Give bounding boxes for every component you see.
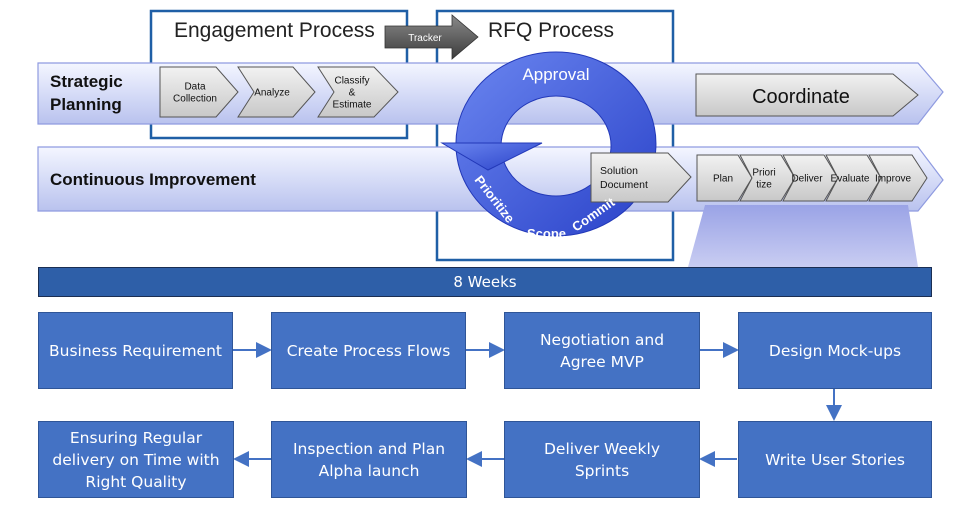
continuous-lane-label: Continuous Improvement	[50, 170, 256, 189]
flow-deliver-sprints: Deliver Weekly Sprints	[504, 421, 700, 498]
weeks-bar: 8 Weeks	[38, 267, 932, 297]
flow-ensuring-delivery: Ensuring Regular delivery on Time with R…	[38, 421, 234, 498]
ci-step-improve-label: Improve	[875, 174, 912, 185]
ci-step-plan-label: Plan	[713, 174, 733, 185]
ci-step-evaluate-label: Evaluate	[831, 174, 870, 185]
step-classify-estimate-label: Classify&Estimate	[333, 76, 372, 111]
step-analyze	[237, 66, 316, 118]
tracker-label: Tracker	[408, 33, 442, 44]
flow-business-requirement: Business Requirement	[38, 312, 233, 389]
step-classify-estimate	[317, 66, 399, 118]
engagement-header: Engagement Process	[174, 19, 375, 42]
ci-step-prioritize	[739, 154, 796, 202]
tracker-arrow	[384, 14, 479, 60]
ci-step-evaluate	[825, 154, 882, 202]
scope-label: Scope	[527, 226, 566, 241]
ci-expansion-beam	[688, 205, 918, 267]
ci-step-deliver-label: Deliver	[791, 174, 823, 185]
ci-step-plan	[696, 154, 753, 202]
coordinate-arrow	[695, 73, 919, 117]
solution-document-label: Solution Document	[600, 165, 648, 191]
rfq-frame	[435, 9, 675, 262]
flow-write-user-stories: Write User Stories	[738, 421, 932, 498]
cycle-arrowhead	[440, 142, 543, 171]
rfq-header: RFQ Process	[488, 19, 614, 42]
flow-negotiation-mvp: Negotiation and Agree MVP	[504, 312, 700, 389]
flow-inspection-alpha: Inspection and Plan Alpha launch	[271, 421, 467, 498]
step-analyze-label: Analyze	[254, 88, 290, 99]
ci-step-improve	[868, 154, 928, 202]
flow-design-mockups: Design Mock-ups	[738, 312, 932, 389]
solution-document-arrow	[590, 152, 692, 203]
step-data-collection	[159, 66, 239, 118]
flow-create-process-flows: Create Process Flows	[271, 312, 466, 389]
ci-step-deliver	[782, 154, 839, 202]
strategic-lane-label: Strategic Planning	[50, 72, 127, 114]
coordinate-label: Coordinate	[752, 86, 850, 108]
approval-label: Approval	[522, 65, 589, 84]
